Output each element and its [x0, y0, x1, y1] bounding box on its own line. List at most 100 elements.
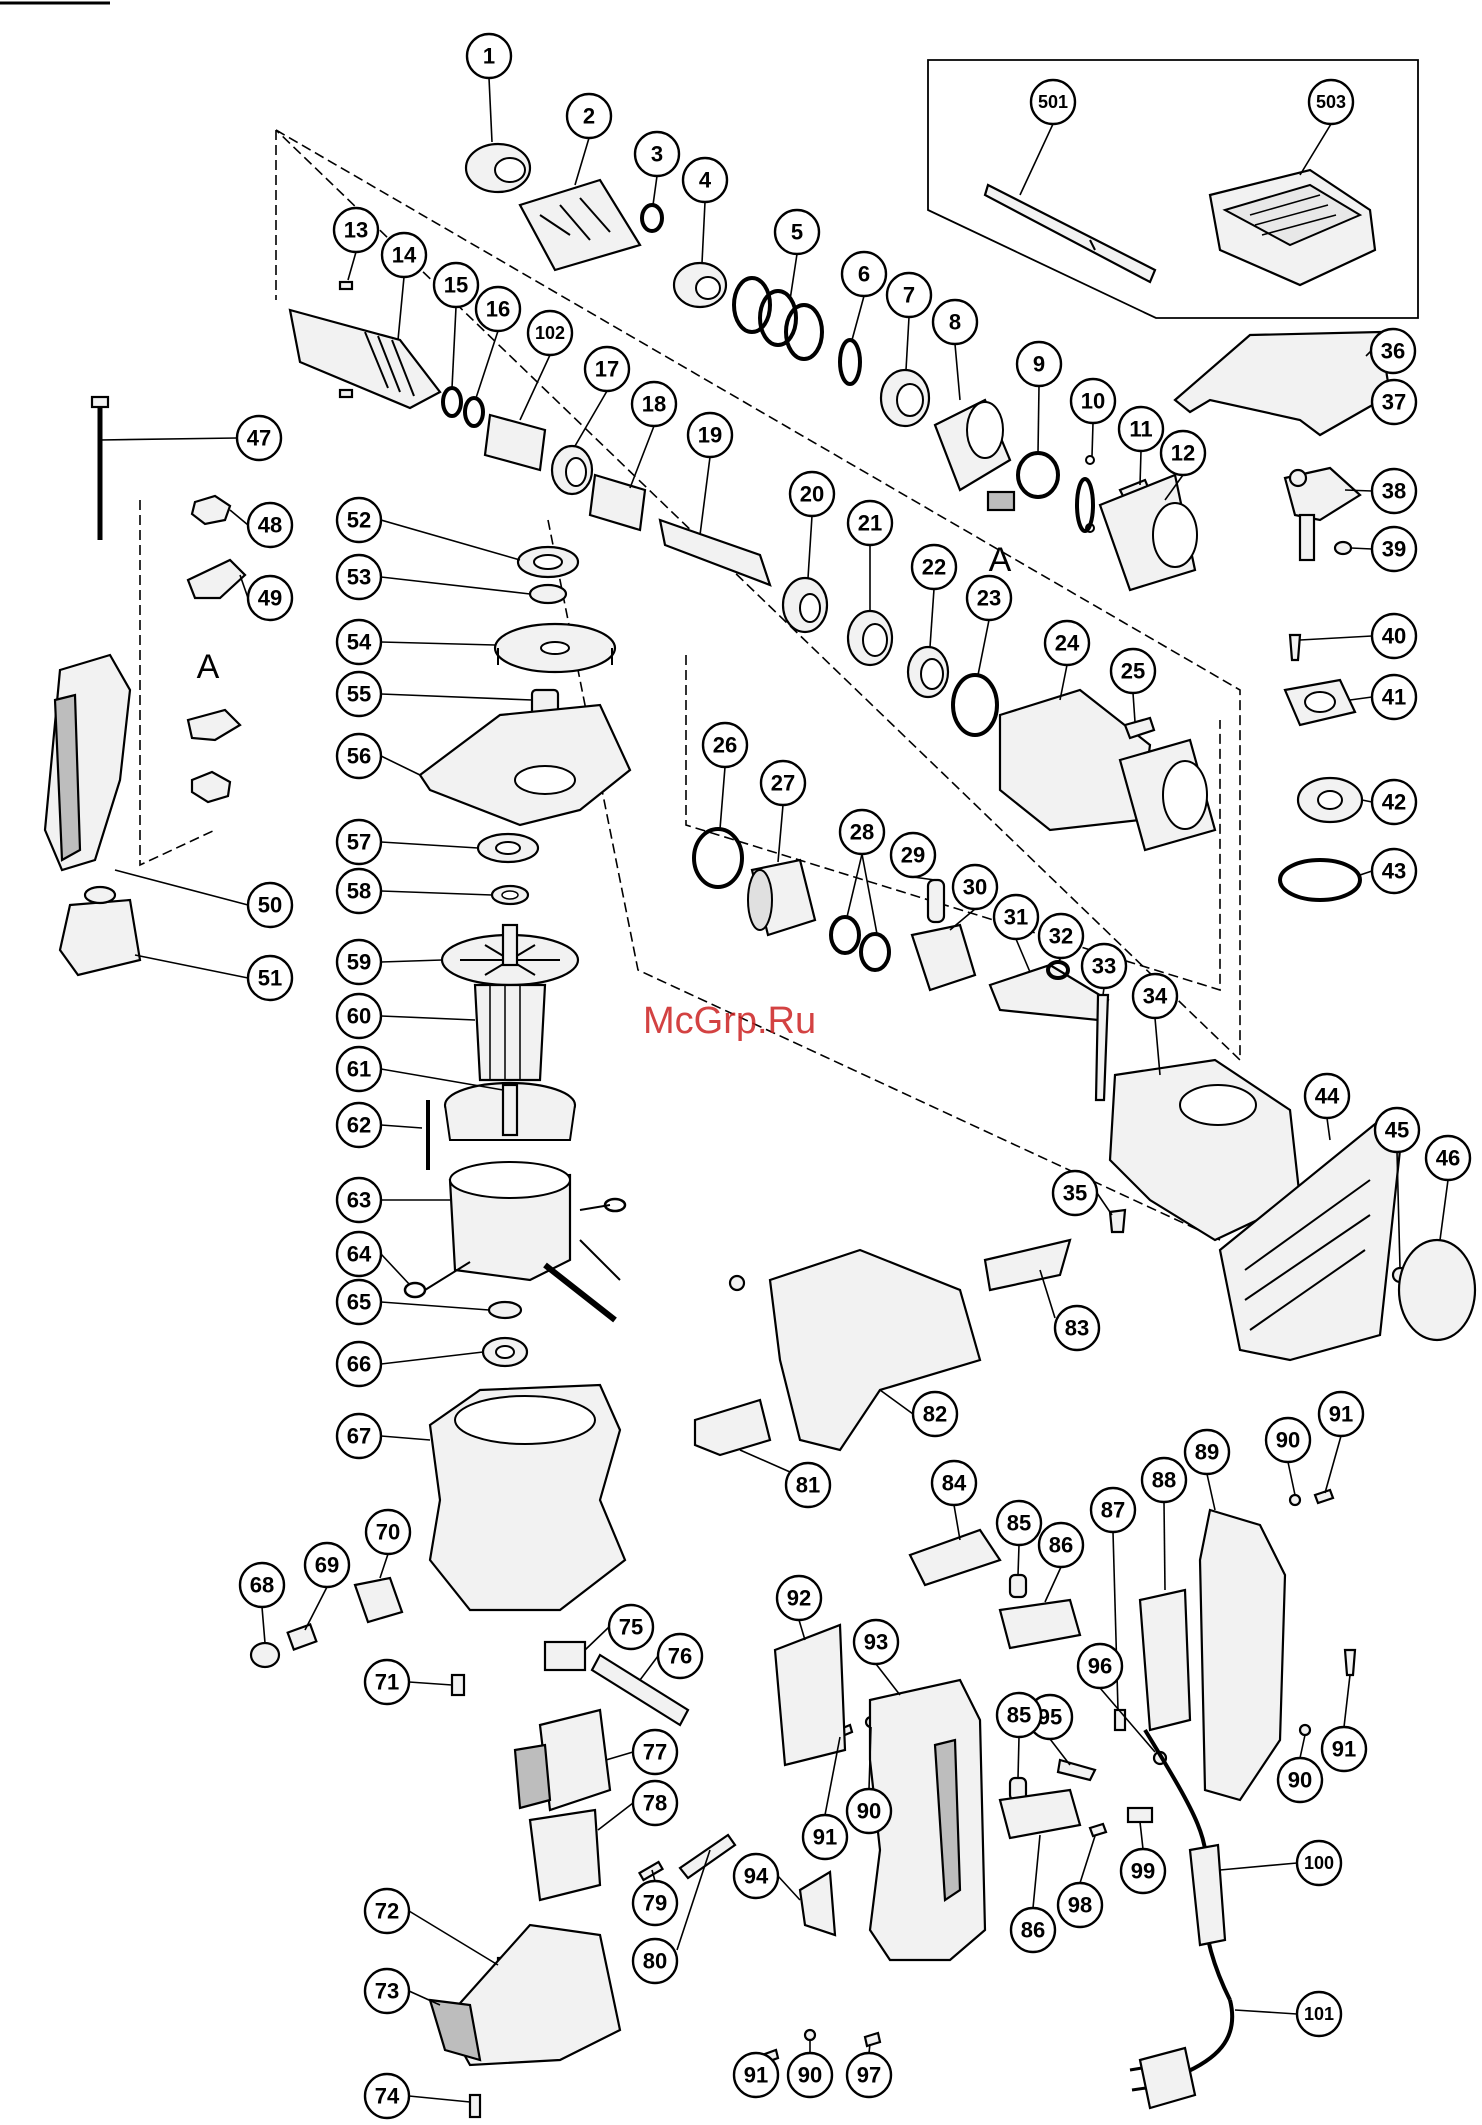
callout-number: 6: [858, 262, 870, 287]
callout-number: 60: [347, 1004, 371, 1029]
callout-number: 57: [347, 830, 371, 855]
callout-circle: [1320, 1725, 1368, 1773]
leader-line-part-90: [1299, 1734, 1306, 1759]
callout-number: 62: [347, 1113, 371, 1138]
callout-number: 20: [800, 482, 824, 507]
callout-circle: [773, 208, 821, 256]
callout-number: 65: [347, 1290, 371, 1315]
part-92-plate: [773, 1623, 847, 1767]
part-shapes: [43, 142, 1477, 2119]
leader-line-part-82: [879, 1389, 914, 1415]
callout-number: 83: [1065, 1316, 1089, 1341]
callout-number: 17: [595, 357, 619, 382]
callout-part-33: 33: [1080, 942, 1128, 990]
callout-part-72: 72: [363, 1887, 411, 1935]
part-83-label: [983, 1238, 1072, 1292]
callout-part-8: 8: [931, 298, 979, 346]
callout-circle: [1089, 1486, 1137, 1534]
callout-part-63: 63: [335, 1176, 383, 1224]
callout-number: 91: [1332, 1737, 1356, 1762]
part-95-connector: [1056, 1758, 1097, 1782]
leader-line-part-56: [380, 755, 421, 776]
callout-circle: [951, 863, 999, 911]
callout-circle: [1117, 405, 1165, 453]
part-28-o-ring: [829, 915, 861, 955]
callout-number: 16: [486, 297, 510, 322]
callout-part-19: 19: [686, 411, 734, 459]
callout-number: 28: [850, 820, 874, 845]
callout-circle: [565, 92, 613, 140]
callout-circle: [335, 1412, 383, 1460]
callout-circle: [1051, 1169, 1099, 1217]
callout-circle: [1119, 1847, 1167, 1895]
callout-number: 21: [858, 511, 882, 536]
callout-circle: [631, 1879, 679, 1927]
callout-circle: [335, 867, 383, 915]
callout-number: 91: [813, 1825, 837, 1850]
leader-line-part-6: [851, 295, 865, 341]
callout-circle: [583, 345, 631, 393]
callout-part-61: 61: [335, 1045, 383, 1093]
callout-part-64: 64: [335, 1230, 383, 1278]
accessories-frame: [927, 59, 1419, 319]
leader-line-part-95: [1049, 1738, 1071, 1766]
callout-circle: [335, 1340, 383, 1388]
part-81-label: [693, 1398, 772, 1457]
part-6-ring: [838, 338, 862, 386]
leader-line-part-93: [875, 1663, 901, 1696]
leader-line-part-44: [1326, 1117, 1331, 1141]
callout-circle: [335, 992, 383, 1040]
part-37-cover: [1173, 330, 1392, 437]
callout-part-50: 50: [246, 881, 294, 929]
callout-circle: [1109, 647, 1157, 695]
watermark: McGrp.Ru: [643, 1000, 816, 1042]
callout-circle: [1370, 673, 1418, 721]
leader-line-part-17: [574, 390, 608, 447]
leader-line-part-64: [380, 1253, 411, 1286]
leader-line-part-57: [380, 841, 479, 849]
callout-part-91: 91: [1317, 1390, 1365, 1438]
callout-number: 58: [347, 879, 371, 904]
callout-part-83: 83: [1053, 1304, 1101, 1352]
leader-line-part-15: [451, 306, 457, 389]
callout-part-74: 74: [363, 2072, 411, 2120]
leader-line-part-8: [954, 343, 961, 401]
callout-part-86: 86: [1037, 1521, 1085, 1569]
leader-line-part-59: [380, 959, 443, 963]
leader-line-part-86: [1032, 1834, 1041, 1909]
callout-circle: [363, 1967, 411, 2015]
callout-circle: [607, 1603, 655, 1651]
leader-line-part-43: [1359, 870, 1373, 876]
leader-line-part-51: [134, 954, 249, 979]
callout-part-85: 85: [995, 1499, 1043, 1547]
callout-circle: [364, 1508, 412, 1556]
callout-part-91: 91: [732, 2051, 780, 2099]
callout-part-57: 57: [335, 818, 383, 866]
callout-part-96: 96: [1076, 1642, 1124, 1690]
leader-line-part-91: [824, 1736, 841, 1816]
callout-circle: [1317, 1390, 1365, 1438]
part-75-switch-part: [543, 1640, 587, 1672]
callout-part-24: 24: [1043, 619, 1091, 667]
callout-circle: [1264, 1416, 1312, 1464]
callout-part-6: 6: [840, 250, 888, 298]
callout-circle: [701, 721, 749, 769]
callout-number: 99: [1131, 1859, 1155, 1884]
callout-number: 10: [1081, 389, 1105, 414]
callout-circle: [1276, 1756, 1324, 1804]
callout-part-71: 71: [363, 1658, 411, 1706]
part-101-plug: [1138, 2046, 1197, 2110]
part-30-connector: [910, 923, 977, 992]
leader-line-part-23: [977, 619, 990, 676]
callout-part-46: 46: [1424, 1134, 1472, 1182]
leader-line-part-28: [861, 853, 878, 935]
callout-number: 72: [375, 1899, 399, 1924]
callout-number: 88: [1152, 1468, 1176, 1493]
leader-line-part-48: [229, 509, 249, 526]
callout-circle: [335, 496, 383, 544]
callout-part-87: 87: [1089, 1486, 1137, 1534]
callout-part-68: 68: [238, 1561, 286, 1609]
callout-number: 18: [642, 392, 666, 417]
leader-line-part-35: [1096, 1192, 1113, 1216]
callout-part-48: 48: [246, 501, 294, 549]
